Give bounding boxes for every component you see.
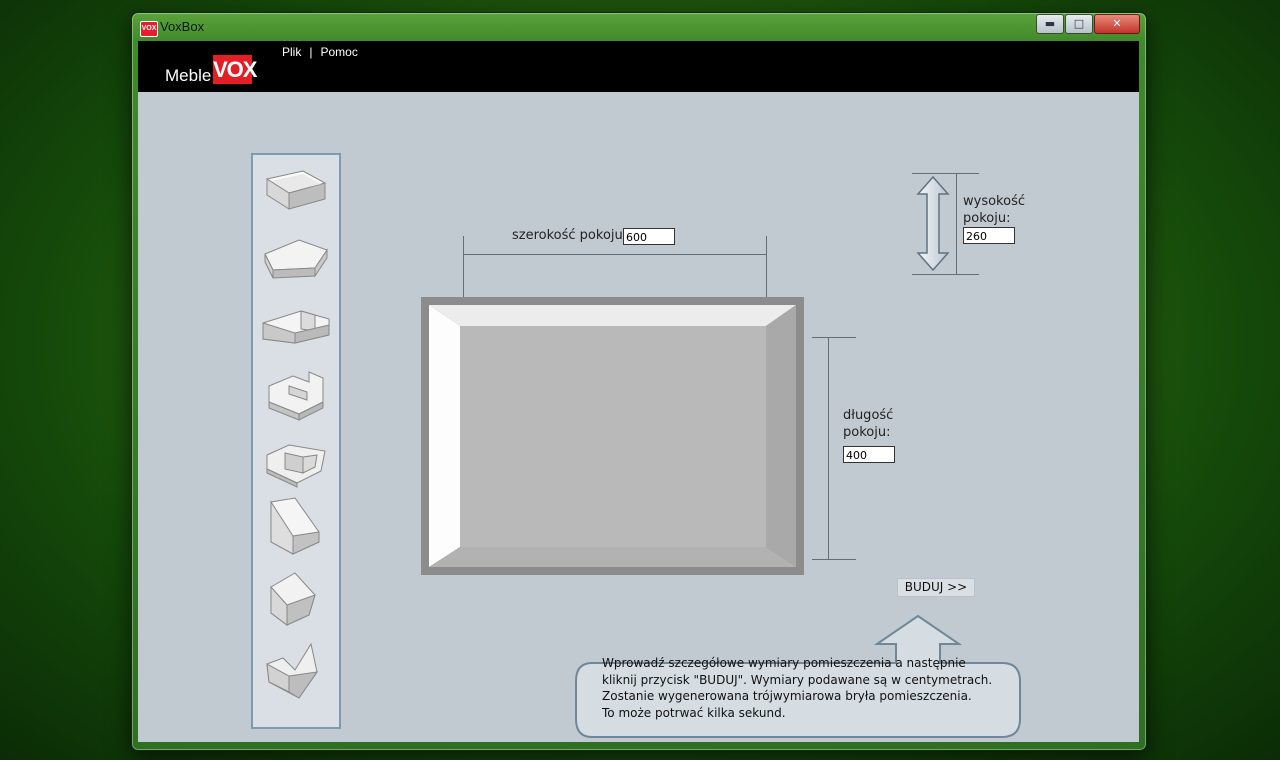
- room-shape-palette: [251, 153, 341, 729]
- length-label-line2: pokoju:: [843, 425, 891, 440]
- length-dimension-line: [828, 337, 829, 560]
- height-dimension-line: [956, 173, 957, 274]
- app-header: Meble VOX Plik | Pomoc: [138, 41, 1139, 92]
- room-shape-rectangle-icon[interactable]: [259, 161, 333, 223]
- info-message: Wprowadź szczegółowe wymiary pomieszczen…: [602, 655, 1022, 721]
- height-label-line2: pokoju:: [963, 211, 1011, 226]
- minimize-icon: ▬: [1044, 17, 1056, 30]
- info-line-4: To może potrwać kilka sekund.: [602, 705, 786, 720]
- app-window: VOX VoxBox ▬ □ ✕ Meble VOX Plik | Pomoc: [131, 12, 1147, 751]
- length-extent-bottom: [812, 559, 856, 560]
- room-shape-pentagon-icon[interactable]: [259, 569, 333, 631]
- menu-bar: Plik | Pomoc: [282, 45, 358, 59]
- menu-item-plik[interactable]: Plik: [282, 45, 302, 59]
- info-line-3: Zostanie wygenerowana trójwymiarowa brył…: [602, 689, 972, 703]
- height-extent-bottom: [912, 274, 979, 275]
- app-icon: VOX: [140, 21, 158, 37]
- width-extent-left: [463, 236, 464, 300]
- width-input[interactable]: 600: [623, 228, 675, 245]
- window-title: VoxBox: [160, 19, 205, 34]
- logo-word: Meble: [165, 66, 212, 85]
- vox-logo: VOX: [213, 55, 257, 84]
- height-input[interactable]: 260: [963, 227, 1015, 244]
- close-button[interactable]: ✕: [1094, 14, 1140, 34]
- height-extent-top: [912, 173, 979, 174]
- room-shape-angled-corner-icon[interactable]: [259, 496, 333, 558]
- client-area: Meble VOX Plik | Pomoc: [138, 41, 1139, 742]
- menu-separator: |: [309, 45, 313, 59]
- room-shape-u-icon[interactable]: [259, 429, 333, 491]
- menu-item-pomoc[interactable]: Pomoc: [320, 45, 358, 59]
- width-label: szerokość pokoju:: [512, 228, 628, 243]
- width-dimension-line: [463, 254, 767, 255]
- length-label-line1: długość: [843, 408, 894, 423]
- length-extent-top: [812, 337, 856, 338]
- height-arrow-icon: [916, 176, 950, 271]
- caption-buttons: ▬ □ ✕: [1035, 14, 1140, 34]
- info-line-1: Wprowadź szczegółowe wymiary pomieszczen…: [602, 656, 966, 670]
- room-shape-t-icon[interactable]: [259, 362, 333, 424]
- maximize-button[interactable]: □: [1065, 14, 1093, 34]
- title-bar[interactable]: VOX VoxBox ▬ □ ✕: [132, 13, 1146, 41]
- length-input[interactable]: 400: [843, 446, 895, 463]
- minimize-button[interactable]: ▬: [1036, 14, 1064, 34]
- info-callout: [575, 614, 1021, 738]
- width-extent-right: [766, 236, 767, 300]
- build-button[interactable]: BUDUJ >>: [897, 578, 975, 597]
- maximize-icon: □: [1073, 17, 1085, 30]
- room-shape-l-icon[interactable]: [259, 295, 333, 357]
- room-preview: [421, 297, 804, 575]
- room-shape-irregular-icon[interactable]: [259, 642, 333, 704]
- close-icon: ✕: [1112, 17, 1122, 30]
- height-label-line1: wysokość: [963, 194, 1025, 209]
- info-line-2: kliknij przycisk "BUDUJ". Wymiary podawa…: [602, 672, 993, 687]
- room-shape-trapezoid-icon[interactable]: [259, 228, 333, 290]
